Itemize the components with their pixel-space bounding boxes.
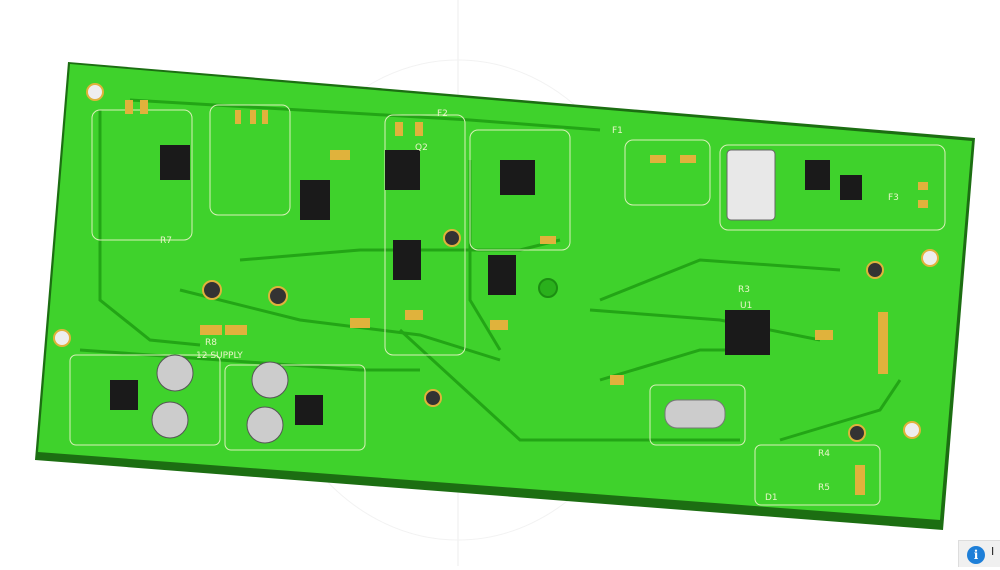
smd-pads xyxy=(125,100,928,495)
svg-text:12 SUPPLY: 12 SUPPLY xyxy=(196,351,243,361)
svg-text:R7: R7 xyxy=(160,236,172,246)
svg-text:F3: F3 xyxy=(888,193,899,203)
svg-text:Q2: Q2 xyxy=(415,143,428,153)
crystal-oscillator xyxy=(664,399,726,429)
microcontroller-chip xyxy=(725,310,770,355)
info-icon[interactable]: i xyxy=(967,546,985,564)
svg-text:U1: U1 xyxy=(740,301,752,311)
svg-text:R4: R4 xyxy=(818,449,830,459)
ics xyxy=(110,145,862,425)
svg-text:R3: R3 xyxy=(738,285,750,295)
svg-text:F2: F2 xyxy=(437,109,448,119)
svg-text:R8: R8 xyxy=(205,338,217,348)
info-badge[interactable]: i I xyxy=(958,540,1000,567)
svg-text:D1: D1 xyxy=(765,493,778,503)
mounting-holes xyxy=(53,83,939,442)
electrolytic-capacitors xyxy=(151,149,776,444)
svg-text:R5: R5 xyxy=(818,483,830,493)
info-text: I xyxy=(991,545,995,558)
silkscreen-text: F2 F1 F3 R3 R4 R5 D1 R7 R8 Q2 U1 12 SUPP… xyxy=(160,109,899,503)
svg-text:F1: F1 xyxy=(612,126,623,136)
